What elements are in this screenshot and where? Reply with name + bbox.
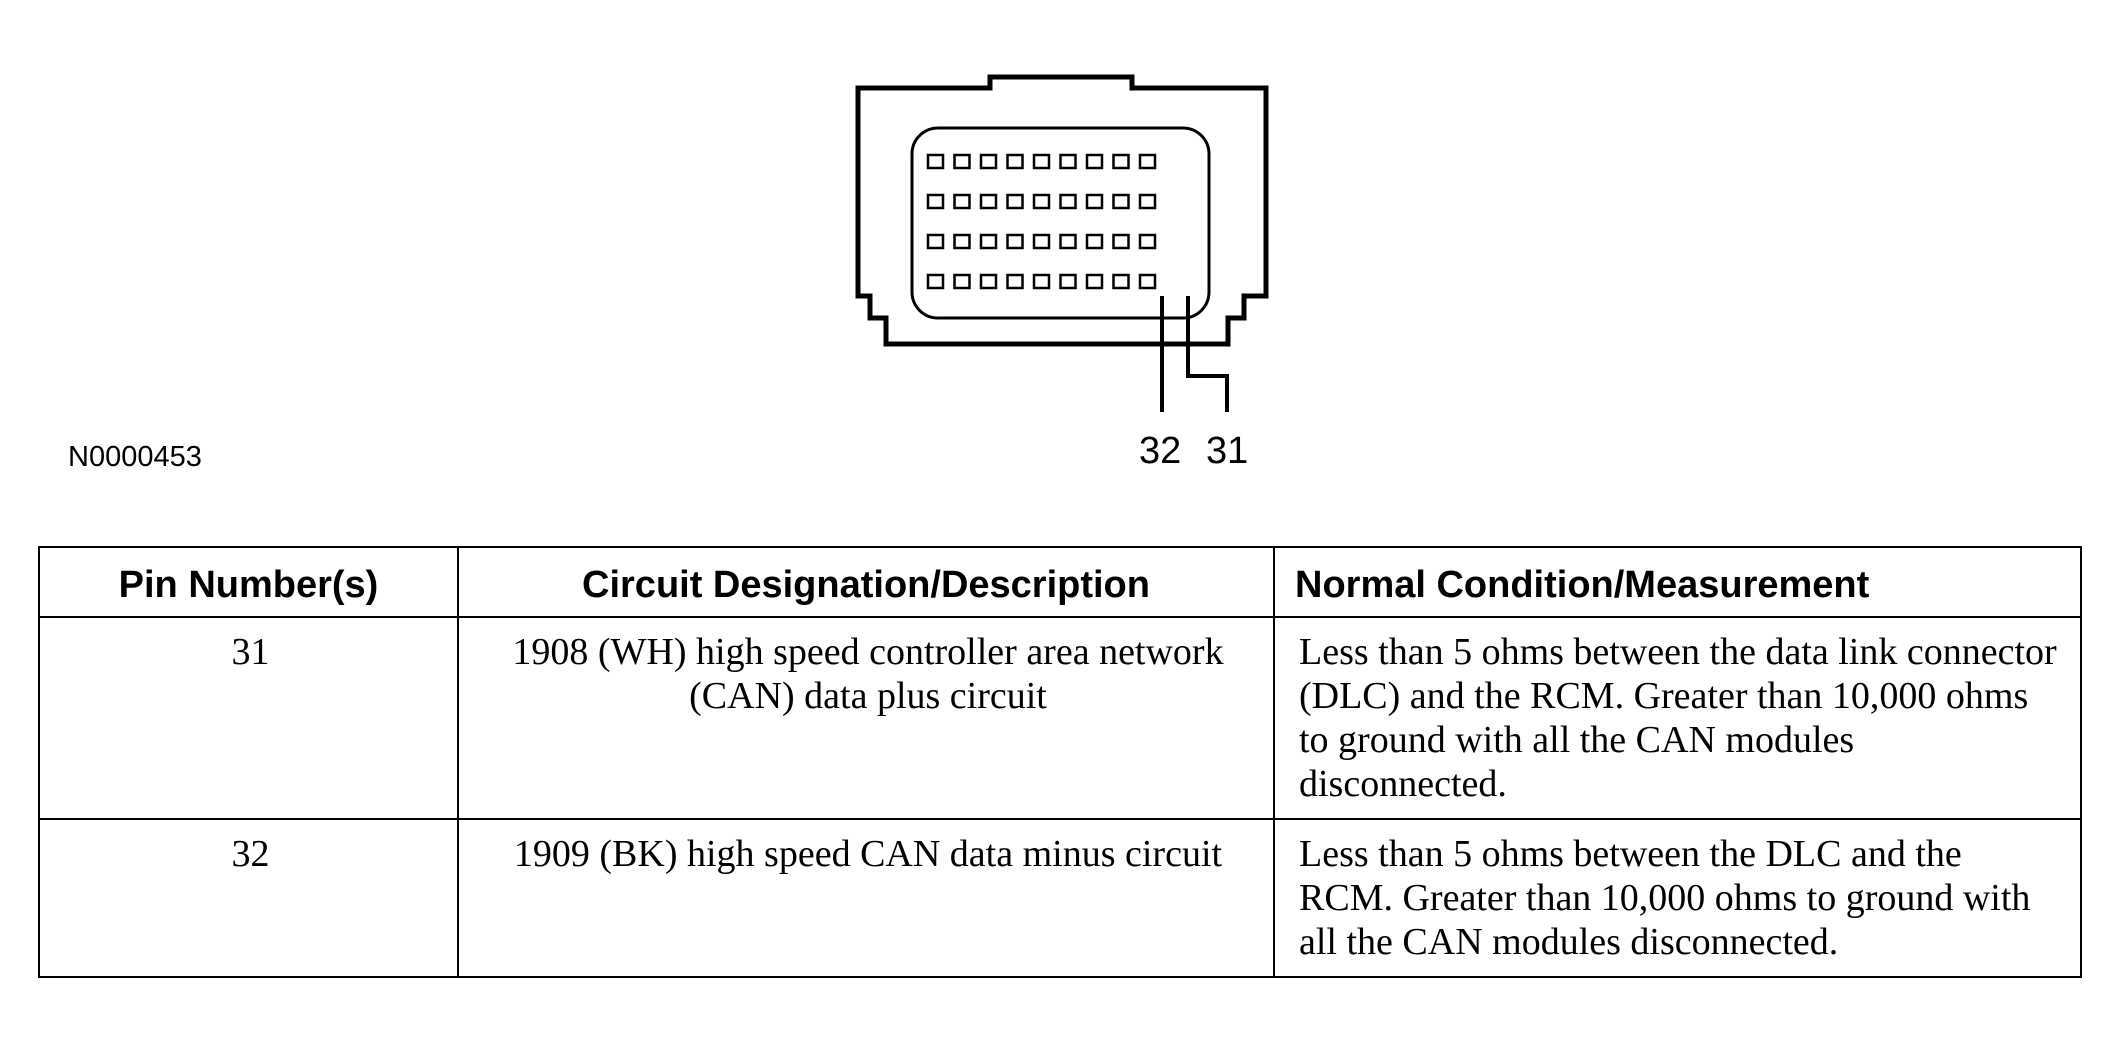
pin-cavity-square: [1138, 273, 1157, 290]
pin-cavity-square: [1006, 193, 1024, 210]
table-row: 31 1908 (WH) high speed controller area …: [38, 616, 2082, 820]
pin-cavity-square: [1006, 233, 1024, 250]
condition-cell: Less than 5 ohms between the DLC and the…: [1273, 818, 2082, 978]
pin-cavity-square: [926, 193, 945, 210]
pin-cavity-square: [1112, 233, 1130, 250]
figure-id: N0000453: [68, 441, 202, 473]
pin-cavity-square: [926, 233, 945, 250]
pin-cavity-square: [979, 193, 998, 210]
pin-cavity-square: [926, 153, 945, 170]
pin-cavity-square: [979, 153, 998, 170]
table-header-row: Pin Number(s) Circuit Designation/Descri…: [38, 546, 2082, 618]
pin-label-32: 32: [1139, 430, 1182, 472]
header-normal-condition: Normal Condition/Measurement: [1273, 546, 2082, 618]
pinout-table: Pin Number(s) Circuit Designation/Descri…: [38, 546, 2082, 978]
condition-cell: Less than 5 ohms between the data link c…: [1273, 616, 2082, 820]
pin-cavity-square: [1059, 193, 1077, 210]
pin-cavity-square: [1032, 273, 1051, 290]
pin-cavity-square: [953, 233, 971, 250]
pin-cavity-square: [1059, 233, 1077, 250]
pin-number-cell: 31: [38, 616, 459, 820]
pin-cavity-square: [1085, 233, 1104, 250]
pin-cavity-square: [1112, 193, 1130, 210]
pin-cavity-square: [1059, 273, 1077, 290]
table-row: 32 1909 (BK) high speed CAN data minus c…: [38, 818, 2082, 978]
pin-cavity-square: [1032, 233, 1051, 250]
pin-cavity: [910, 126, 1211, 320]
pin-cavity-square: [1085, 193, 1104, 210]
pin-cavity-square: [979, 233, 998, 250]
pin-cavity-square: [979, 273, 998, 290]
pin-cavity-square: [1112, 153, 1130, 170]
pin-cavity-square: [1138, 153, 1157, 170]
pin-cavity-square: [953, 193, 971, 210]
pin-grid: [926, 153, 1157, 290]
pin-cavity-square: [1032, 153, 1051, 170]
header-circuit-designation: Circuit Designation/Description: [457, 546, 1275, 618]
pin-cavity-square: [953, 153, 971, 170]
pin-cavity-square: [1059, 153, 1077, 170]
circuit-description-cell: 1909 (BK) high speed CAN data minus circ…: [457, 818, 1275, 978]
pin-cavity-square: [1138, 233, 1157, 250]
pin-cavity-square: [1032, 193, 1051, 210]
pin-cavity-square: [953, 273, 971, 290]
connector-diagram: [855, 74, 1269, 412]
pin-cavity-square: [926, 273, 945, 290]
pin-cavity-square: [1138, 193, 1157, 210]
connector-housing: [855, 74, 1269, 347]
pin-31-lead-line: [1186, 296, 1229, 412]
pin-cavity-square: [1112, 273, 1130, 290]
pin-cavity-square: [1006, 153, 1024, 170]
pin-cavity-square: [1006, 273, 1024, 290]
circuit-description-cell: 1908 (WH) high speed controller area net…: [457, 616, 1275, 820]
pin-cavity-square: [1085, 153, 1104, 170]
pin-label-31: 31: [1206, 430, 1249, 472]
header-pin-number: Pin Number(s): [38, 546, 459, 618]
pin-number-cell: 32: [38, 818, 459, 978]
pin-cavity-square: [1085, 273, 1104, 290]
